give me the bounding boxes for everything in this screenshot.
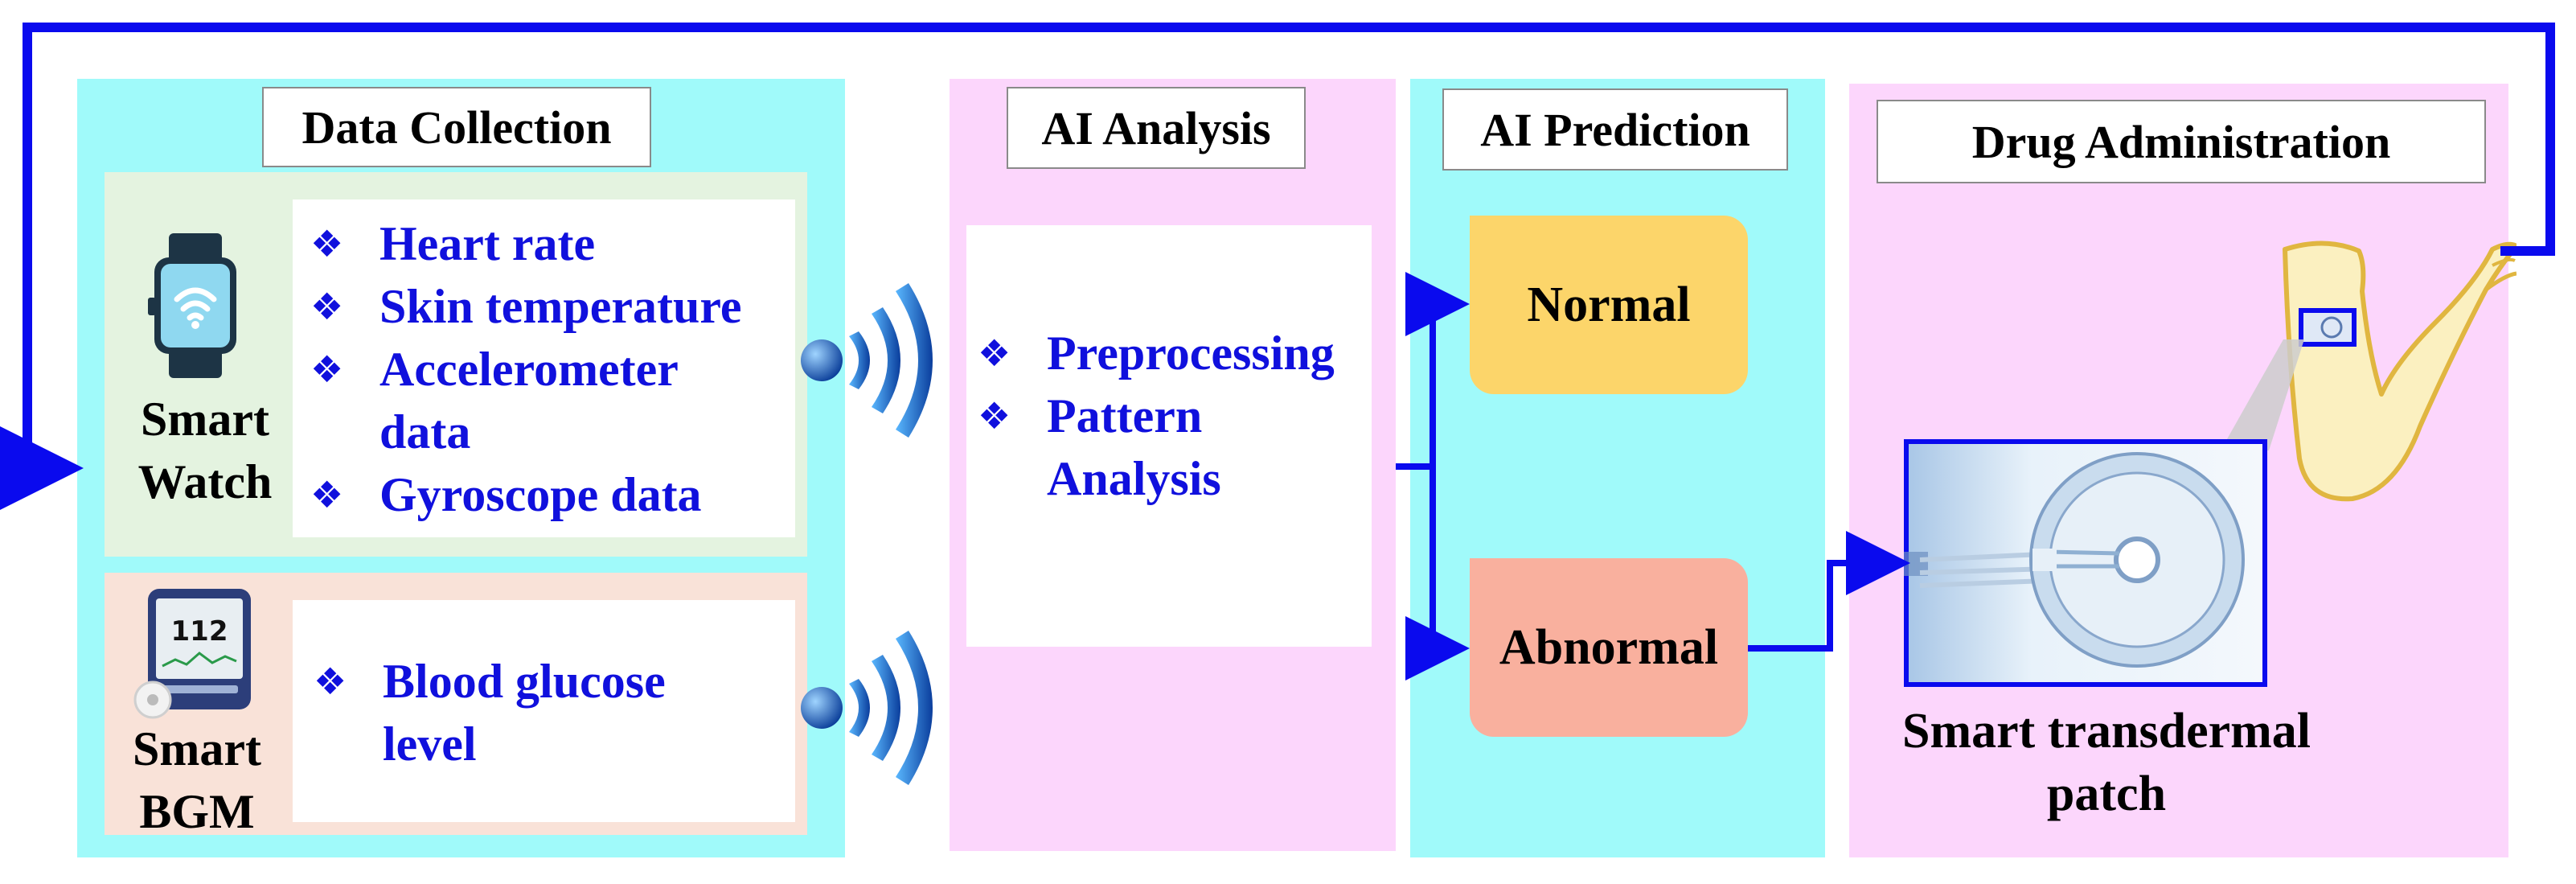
patch-microscope-image	[1904, 439, 2267, 687]
list-item: ❖Blood glucose	[314, 650, 666, 713]
normal-branch-arrow	[1405, 272, 1470, 467]
diamond-bullet-icon: ❖	[310, 347, 344, 391]
drug-administration-title: Drug Administration	[1877, 100, 2486, 183]
list-item: ❖Pattern	[978, 384, 1335, 447]
list-item: ❖Gyroscope data	[310, 463, 742, 526]
diamond-bullet-icon: ❖	[978, 331, 1011, 375]
zoom-callout	[2221, 339, 2304, 450]
bgm-data-box	[293, 600, 795, 822]
wireless-signal-icon	[801, 283, 933, 438]
diamond-bullet-icon: ❖	[978, 394, 1011, 438]
list-item-continuation: level	[383, 717, 477, 771]
abnormal-to-patch-arrow	[1748, 531, 1910, 652]
abnormal-outcome: Abnormal	[1470, 558, 1748, 737]
ai-analysis-title: AI Analysis	[1007, 87, 1306, 169]
list-item: ❖Skin temperature	[310, 275, 742, 338]
diamond-bullet-icon: ❖	[310, 222, 344, 265]
diamond-bullet-icon: ❖	[310, 473, 344, 516]
abnormal-branch-arrow	[1405, 467, 1470, 680]
feedback-loop-arrow	[0, 23, 2555, 516]
list-item: ❖Preprocessing	[978, 322, 1335, 384]
data-collection-title: Data Collection	[262, 87, 651, 167]
list-item: ❖Heart rate	[310, 212, 742, 275]
patch-label: Smart transdermal patch	[1902, 704, 2311, 821]
diamond-bullet-icon: ❖	[310, 285, 344, 328]
list-item: ❖Accelerometer	[310, 338, 742, 401]
smartwatch-icon	[148, 233, 236, 378]
smartwatch-data-box	[293, 199, 795, 537]
bgm-data-list: ❖Blood glucose level	[314, 650, 666, 775]
smartwatch-label: Smart Watch	[137, 393, 273, 508]
bgm-label: Smart BGM	[133, 722, 261, 838]
list-item-continuation: data	[379, 405, 471, 458]
ai-prediction-title: AI Prediction	[1442, 88, 1788, 171]
patch-on-arm-icon	[2299, 308, 2357, 347]
ai-analysis-list: ❖Preprocessing ❖Pattern Analysis	[978, 322, 1335, 510]
list-item-continuation: Analysis	[1047, 452, 1221, 505]
glucose-meter-icon: 112	[133, 589, 251, 719]
diamond-bullet-icon: ❖	[314, 660, 347, 703]
bgm-screen-value: 112	[171, 615, 228, 648]
ai-analysis-box	[966, 225, 1372, 647]
normal-outcome: Normal	[1470, 216, 1748, 394]
smartwatch-data-list: ❖Heart rate ❖Skin temperature ❖Accelerom…	[310, 212, 742, 526]
wireless-signal-icon	[801, 631, 933, 785]
